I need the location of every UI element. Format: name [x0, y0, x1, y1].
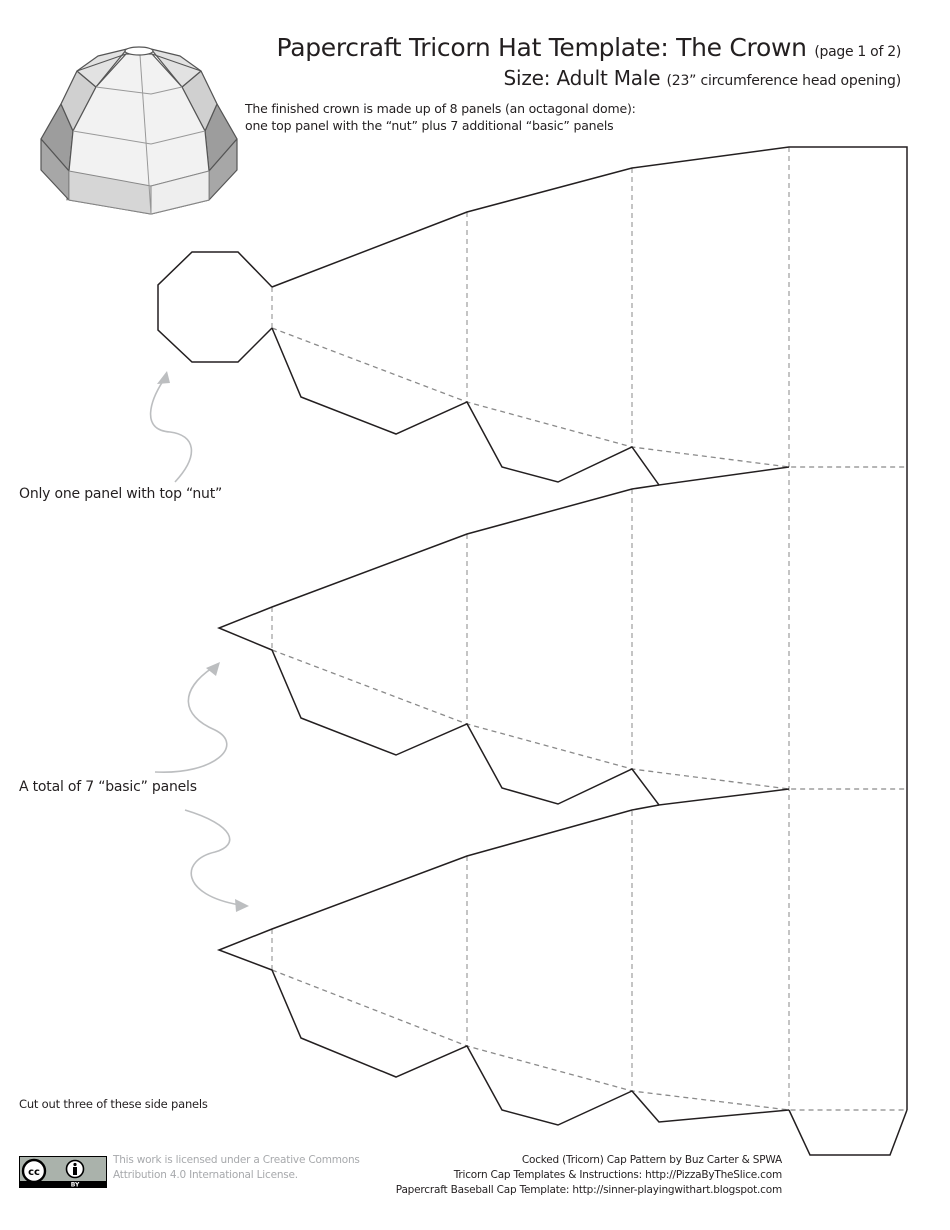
cc-badge-text: cc: [28, 1167, 40, 1178]
credit-baseball-cap-link[interactable]: Papercraft Baseball Cap Template: http:/…: [395, 1184, 782, 1196]
annotation-basic-panels: A total of 7 “basic” panels: [19, 779, 197, 795]
annotation-cut-out: Cut out three of these side panels: [19, 1097, 208, 1111]
by-badge-text: BY: [71, 1182, 80, 1189]
attribution-person-icon: [65, 1159, 85, 1179]
size-label: Size: Adult Male: [503, 66, 661, 90]
credits: Cocked (Tricorn) Cap Pattern by Buz Cart…: [396, 1153, 782, 1198]
arrow-to-cut-panel: [184, 809, 241, 906]
license-line-1[interactable]: This work is licensed under a Creative C…: [113, 1154, 360, 1166]
cut-lines: [157, 146, 908, 1156]
fold-lines: [271, 147, 907, 1111]
creative-commons-by-badge[interactable]: cc BY: [19, 1156, 107, 1188]
crown-description: The finished crown is made up of 8 panel…: [245, 100, 636, 134]
size-heading: Size: Adult Male (23” circumference head…: [503, 66, 902, 90]
size-detail: (23” circumference head opening): [666, 73, 901, 89]
crown-dome-illustration: [40, 46, 238, 215]
credit-tricorn-templates-link[interactable]: Tricorn Cap Templates & Instructions: ht…: [453, 1169, 782, 1181]
title-page-number: (page 1 of 2): [814, 44, 901, 60]
credit-pattern-authors: Cocked (Tricorn) Cap Pattern by Buz Cart…: [521, 1154, 782, 1166]
arrow-heads: [157, 371, 249, 912]
page-title: Papercraft Tricorn Hat Template: The Cro…: [276, 33, 902, 62]
annotation-nut-panel: Only one panel with top “nut”: [19, 486, 223, 502]
arrow-to-basic-panel: [154, 667, 228, 773]
arrow-to-nut: [149, 377, 193, 483]
description-line-2: one top panel with the “nut” plus 7 addi…: [245, 118, 614, 133]
license-line-2[interactable]: Attribution 4.0 International License.: [113, 1169, 298, 1181]
description-line-1: The finished crown is made up of 8 panel…: [245, 101, 636, 116]
license-text: This work is licensed under a Creative C…: [113, 1153, 360, 1183]
pointer-arrows: [149, 377, 241, 906]
cc-icon: cc: [21, 1158, 47, 1184]
title-main: Papercraft Tricorn Hat Template: The Cro…: [276, 33, 807, 62]
